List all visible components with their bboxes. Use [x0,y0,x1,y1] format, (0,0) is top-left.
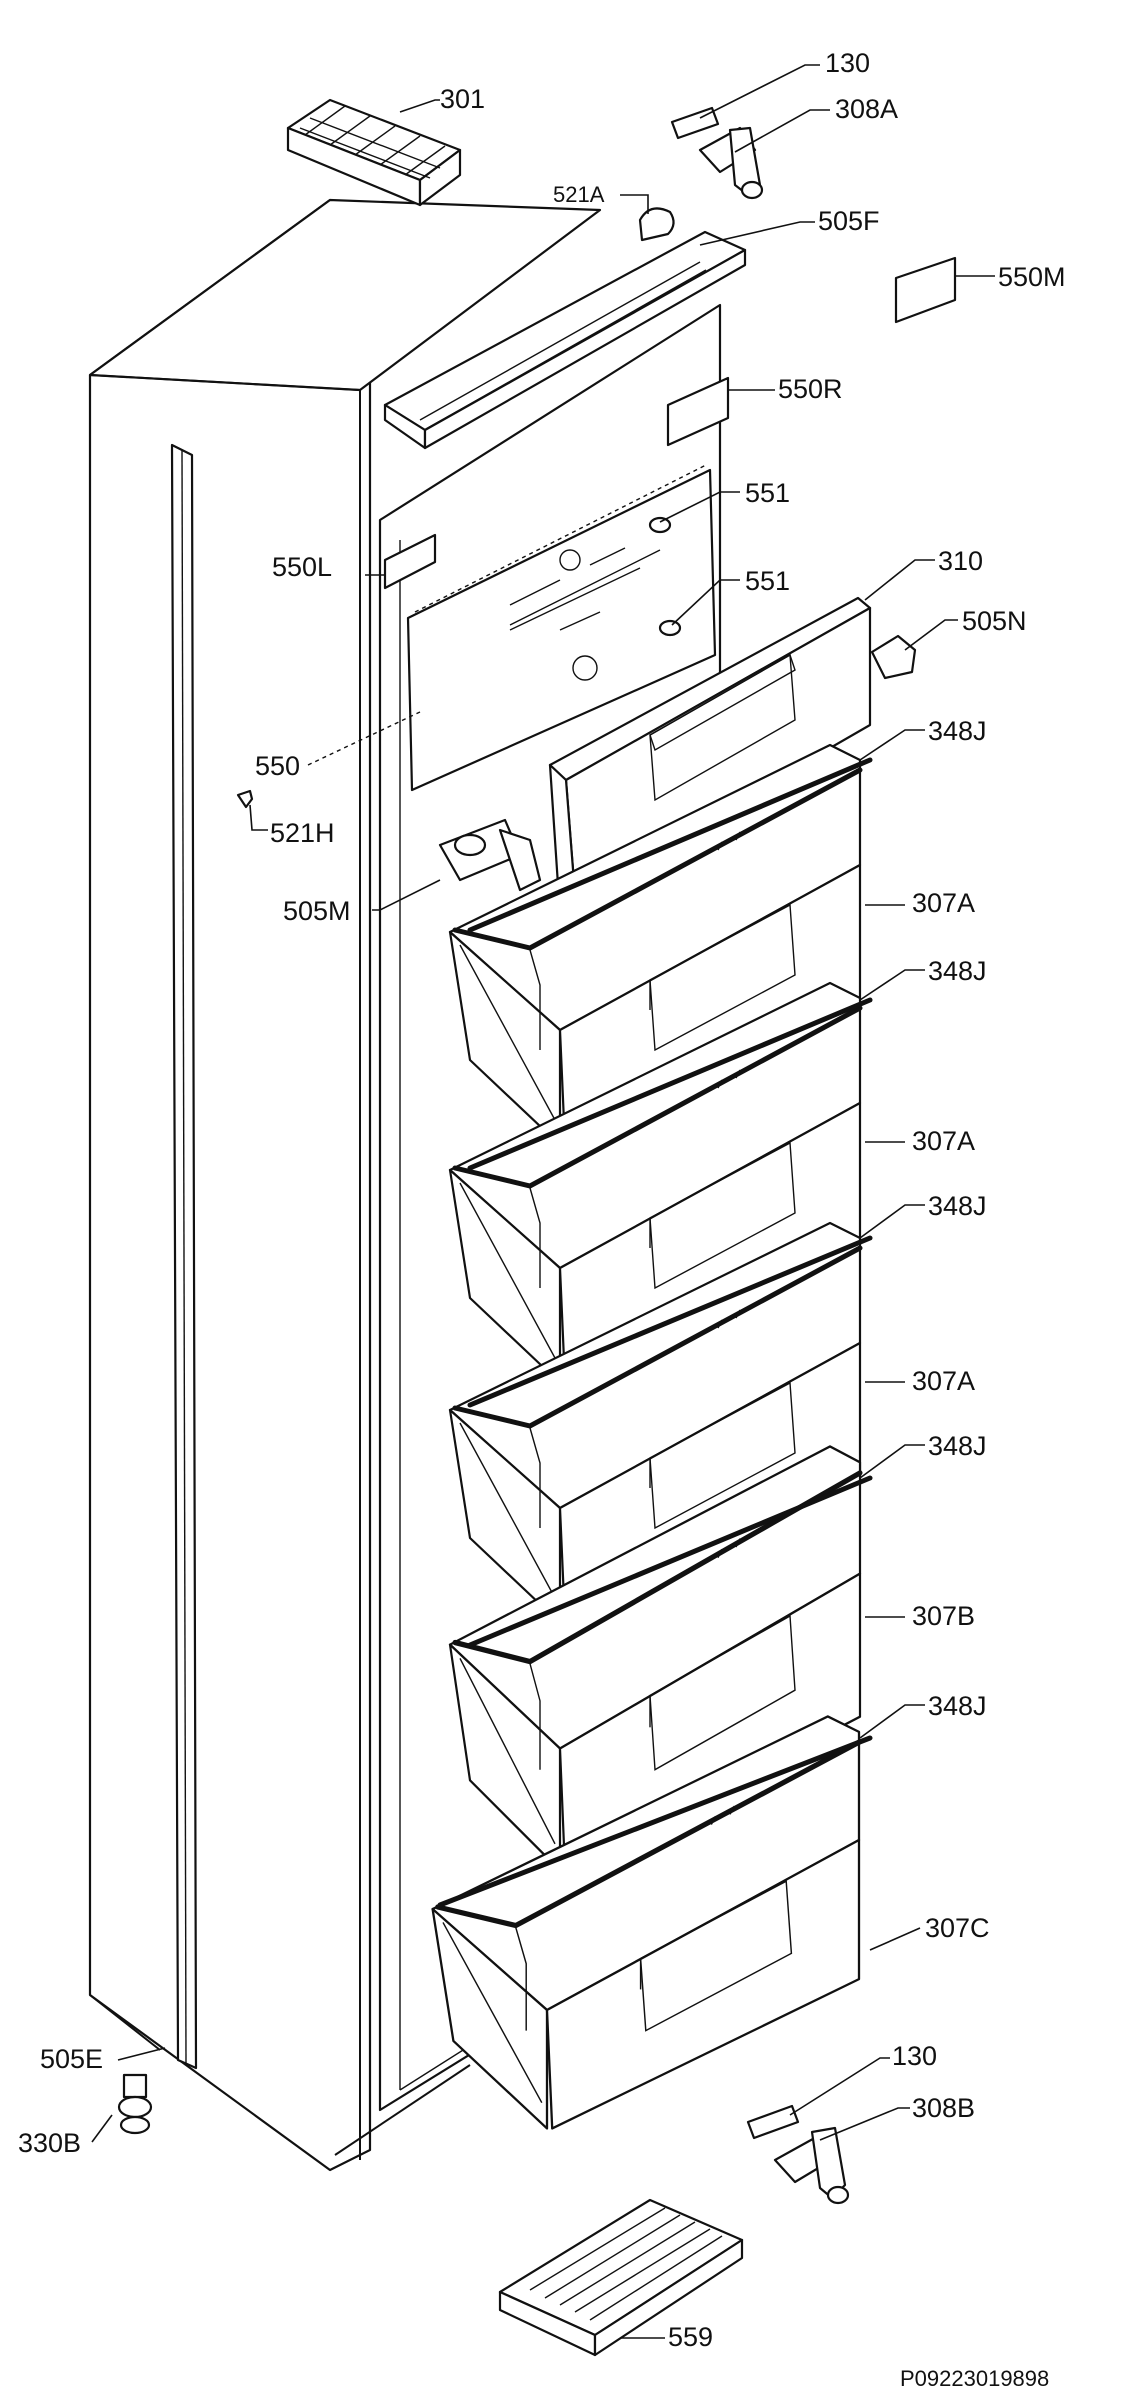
label-307a-1: 307A [912,888,975,918]
hinge-top [698,126,764,200]
label-505e: 505E [40,2044,103,2074]
label-348j-4: 348J [928,1431,987,1461]
control-panel [383,464,717,792]
label-559: 559 [668,2322,713,2352]
ice-cube-tray [286,98,462,207]
hinge-rail [383,230,747,450]
label-505n: 505N [962,606,1027,636]
label-348j-3: 348J [928,1191,987,1221]
plate-550m [894,256,957,324]
label-550r: 550R [778,374,843,404]
label-550l: 550L [272,552,332,582]
label-521h: 521H [270,818,335,848]
freezer-flap [548,596,872,897]
label-308a: 308A [835,94,898,124]
hinge-cover-bottom [746,2104,800,2140]
label-348j-5: 348J [928,1691,987,1721]
small-cover-521a [638,207,675,242]
label-307a-3: 307A [912,1366,975,1396]
label-330b: 330B [18,2128,81,2158]
leader-lines [91,64,995,2339]
label-308b: 308B [912,2093,975,2123]
label-307a-2: 307A [912,1126,975,1156]
label-550: 550 [255,751,300,781]
label-348j-2: 348J [928,956,987,986]
label-307b: 307B [912,1601,975,1631]
drip-tray [498,2198,744,2357]
label-505f: 505F [818,206,880,236]
label-551-lower: 551 [745,566,790,596]
door-gasket-strip [170,443,198,2070]
label-130-top: 130 [825,48,870,78]
label-301: 301 [440,84,485,114]
hinge-505m [438,818,542,892]
hinge-bottom [773,2126,850,2205]
hinge-505n [870,634,917,680]
label-348j-1: 348J [928,716,987,746]
adjustable-foot [117,2073,153,2135]
label-130-bottom: 130 [892,2041,937,2071]
plate-550r [666,376,730,447]
label-505m: 505M [283,896,351,926]
shelf-gaskets [437,757,873,1908]
label-550m: 550M [998,262,1066,292]
drawing-code: P09223019898 [900,2366,1049,2391]
part-labels: 301 130 308A 521A 505F 550M 550R 551 551… [18,48,1066,2391]
screw-521h [236,789,254,809]
label-551-upper: 551 [745,478,790,508]
label-521a: 521A [553,182,605,207]
label-310: 310 [938,546,983,576]
label-307c: 307C [925,1913,990,1943]
